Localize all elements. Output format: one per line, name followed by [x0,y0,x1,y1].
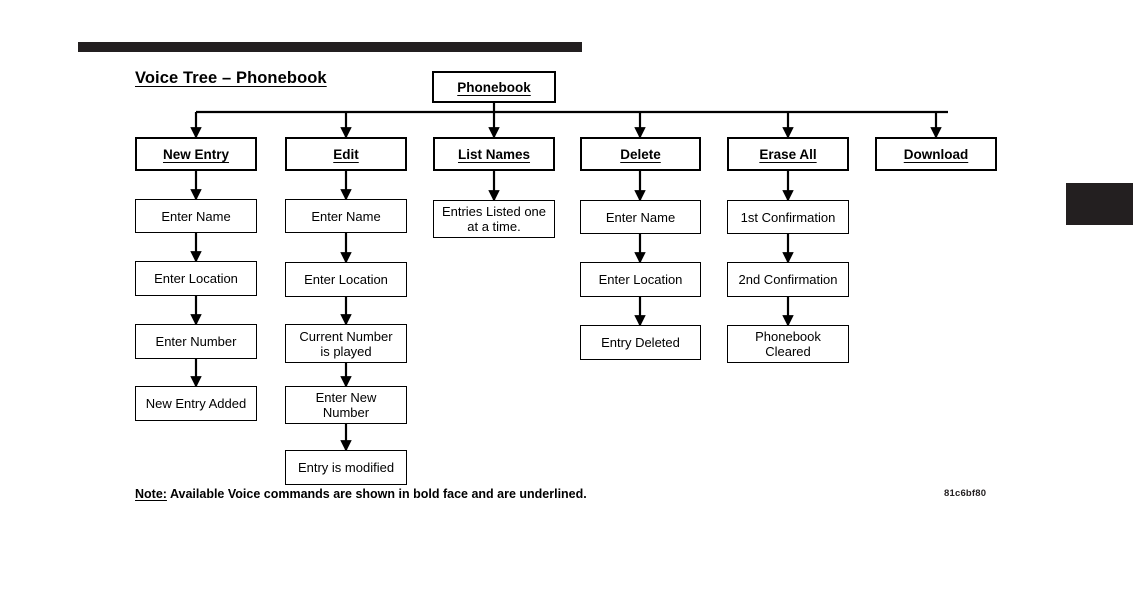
node-label: List Names [457,146,531,162]
node-erase-all-phonebook-cleared: Phonebook Cleared [727,325,849,363]
page-title: Voice Tree – Phonebook [135,69,327,87]
node-label: Phonebook [457,79,531,95]
node-delete[interactable]: Delete [580,137,701,171]
diagram-note: Note: Available Voice commands are shown… [135,487,587,501]
node-label: Download [903,146,969,162]
top-black-bar [78,42,582,52]
node-new-entry-added: New Entry Added [135,386,257,421]
node-label: New Entry Added [145,396,247,411]
node-label: Enter Location [598,272,683,287]
node-label: Enter Name [605,209,676,225]
node-label: Entry Deleted [601,335,680,350]
node-label: Enter Name [161,208,231,224]
node-delete-enter-name: Enter Name [580,200,701,234]
node-edit-entry-is-modified: Entry is modified [285,450,407,485]
figure-code: 81c6bf80 [944,488,987,499]
node-list-names-entries-listed: Entries Listed one at a time. [433,200,555,238]
node-delete-entry-deleted: Entry Deleted [580,325,701,360]
note-label: Note: [135,487,167,501]
node-erase-all-2nd-confirmation: 2nd Confirmation [727,262,849,297]
node-edit-enter-new-number: Enter New Number [285,386,407,424]
node-label: 2nd Confirmation [738,272,838,287]
node-erase-all[interactable]: Erase All [727,137,849,171]
node-label: Enter Location [154,271,238,286]
node-label: Current Number is played [299,328,393,359]
node-edit-enter-location: Enter Location [285,262,407,297]
node-new-entry-enter-location: Enter Location [135,261,257,296]
node-label: Phonebook Cleared [755,329,821,359]
node-label: Enter New Number [315,390,377,420]
node-label: 1st Confirmation [740,209,836,225]
node-erase-all-1st-confirmation: 1st Confirmation [727,200,849,234]
note-text: Available Voice commands are shown in bo… [166,487,587,501]
node-label: Edit [333,146,359,162]
node-label: Delete [620,146,661,162]
node-new-entry-enter-name: Enter Name [135,199,257,233]
node-label: Entry is modified [297,460,395,475]
node-edit[interactable]: Edit [285,137,407,171]
page-tab-marker [1066,183,1133,225]
node-label: Enter Name [311,208,381,224]
node-edit-current-number-is-played: Current Number is played [285,324,407,363]
node-label: New Entry [162,146,230,162]
node-edit-enter-name: Enter Name [285,199,407,233]
node-list-names[interactable]: List Names [433,137,555,171]
node-label: Enter Number [155,334,237,349]
node-label: Enter Location [304,272,388,287]
node-new-entry-enter-number: Enter Number [135,324,257,359]
node-label: Erase All [759,146,817,162]
node-download[interactable]: Download [875,137,997,171]
node-phonebook[interactable]: Phonebook [432,71,556,103]
node-new-entry[interactable]: New Entry [135,137,257,171]
node-delete-enter-location: Enter Location [580,262,701,297]
node-label: Entries Listed one at a time. [441,204,547,234]
